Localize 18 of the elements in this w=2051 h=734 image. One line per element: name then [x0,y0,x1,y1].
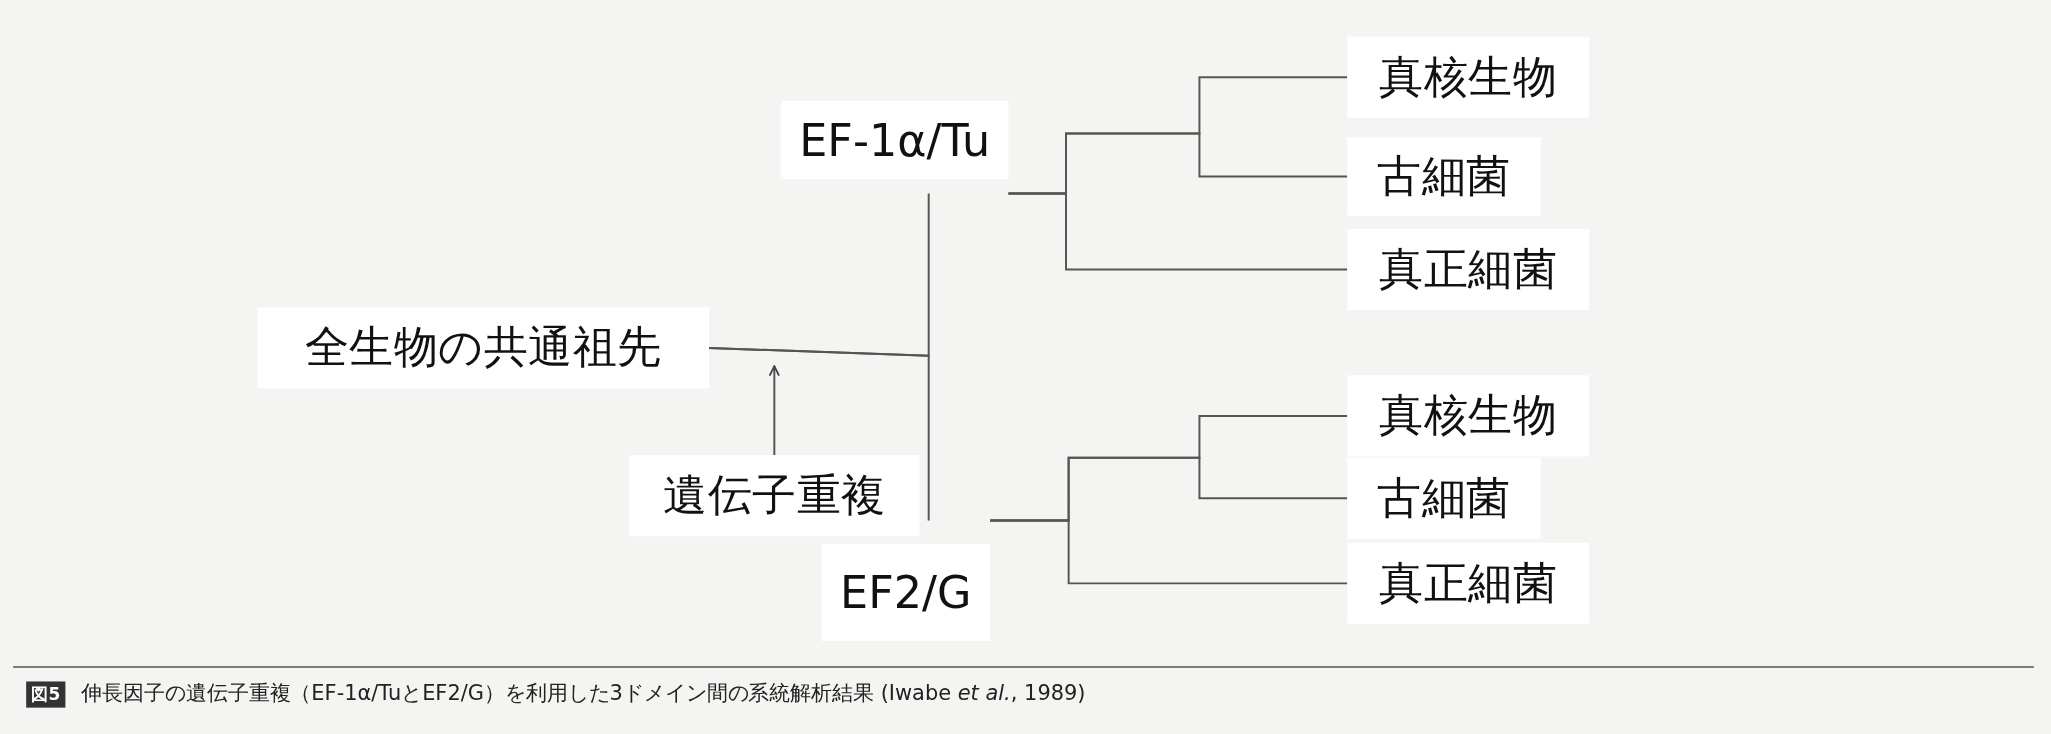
tree-label: 真核生物 [1347,36,1590,118]
node-label: 真核生物 [1379,388,1558,441]
tree-label: 古細菌 [1347,137,1541,216]
caption: 伸長因子の遺伝子重複（EF-1α/TuとEF2/G）を利用した3ドメイン間の系統解析結果 (Iwabe et al., 1989) [81,680,1086,707]
tree-label: 遺伝子重複 [629,455,920,537]
node-label: 古細菌 [1377,470,1511,524]
tree-branch-line [707,346,930,522]
tree-label: 真正細菌 [1347,542,1590,624]
tree-label: 古細菌 [1347,457,1541,539]
tree-branch-line [989,519,1349,585]
tree-label: EF2/G [821,544,991,641]
arrow [768,365,780,457]
tree-label: 真核生物 [1347,375,1590,457]
tree-label: 全生物の共通祖先 [257,307,709,389]
figure-number: 図5 [26,680,66,707]
tree-branch-line [1007,192,1349,271]
tree-label: 真正細菌 [1347,228,1590,310]
tree-label: EF-1α/Tu [780,100,1009,180]
